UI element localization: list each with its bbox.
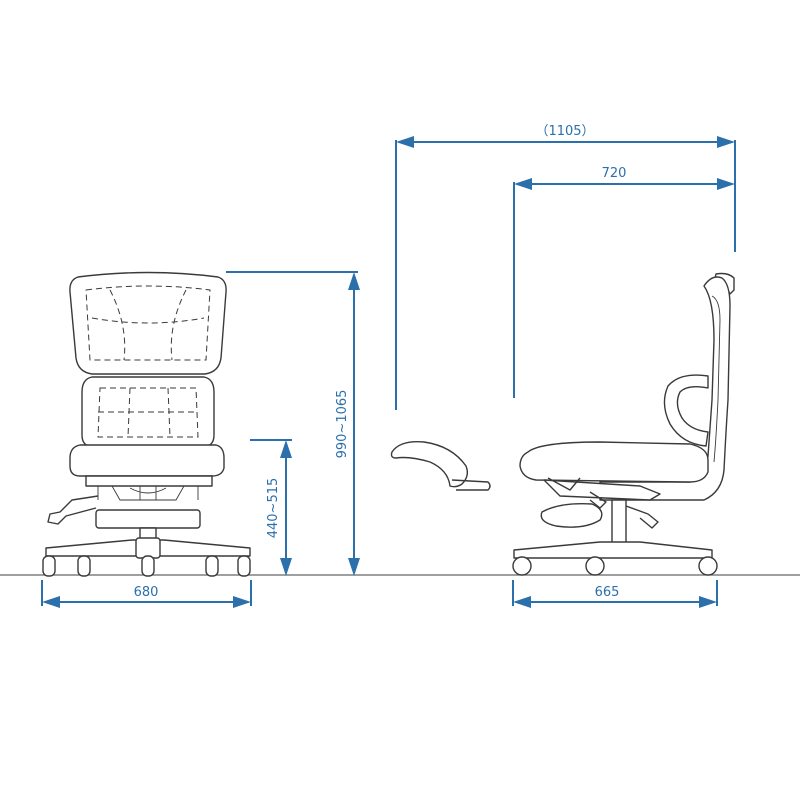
front-base-pad (95, 509, 201, 529)
side-depth-label: 665 (595, 585, 620, 600)
side-view-chair (512, 272, 735, 576)
dim-front-width: 680 (41, 580, 252, 608)
front-seat (69, 444, 225, 477)
side-caster (698, 556, 718, 576)
front-caster (237, 555, 251, 577)
front-base-hub (135, 537, 161, 559)
footrest-bar (451, 479, 491, 491)
total-height-label: 990~1065 (335, 390, 350, 459)
front-mechanism-detail (97, 485, 199, 501)
front-caster (141, 555, 155, 577)
side-casters (512, 556, 718, 576)
side-lumbar (663, 374, 709, 447)
dim-total-height: 990~1065 (226, 271, 360, 576)
front-lever (47, 495, 99, 525)
dim-side-depth: 665 (512, 580, 718, 608)
front-width-label: 680 (134, 585, 159, 600)
front-casters (42, 555, 251, 577)
dim-depth-720: 720 (513, 166, 735, 398)
seat-height-label: 440~515 (266, 478, 281, 539)
front-caster (77, 555, 91, 577)
front-upper-backrest (69, 271, 227, 375)
side-tilt-knob (625, 505, 659, 529)
depth-720-label: 720 (602, 166, 627, 181)
front-caster (42, 555, 56, 577)
front-lower-backrest-stitch (97, 387, 199, 438)
side-support-disc (540, 502, 603, 528)
side-caster (512, 556, 532, 576)
reclined-depth-label: （1105） (535, 124, 594, 139)
front-view-chair (42, 271, 251, 577)
side-caster (585, 556, 605, 576)
side-footrest (390, 441, 491, 491)
dim-reclined-depth: （1105） (395, 124, 736, 410)
side-mechanism (543, 479, 661, 501)
side-mechanism-lever (547, 477, 607, 509)
side-backrest-inner (711, 295, 721, 463)
side-backrest (599, 276, 731, 501)
side-seat (519, 441, 709, 483)
front-mechanism-plate (85, 475, 213, 487)
front-upper-backrest-mesh (91, 289, 205, 361)
side-gas-cylinder (611, 499, 627, 545)
front-caster (205, 555, 219, 577)
dim-seat-height: 440~515 (250, 439, 292, 576)
side-star-base (513, 541, 713, 559)
footrest-pad (390, 441, 469, 488)
